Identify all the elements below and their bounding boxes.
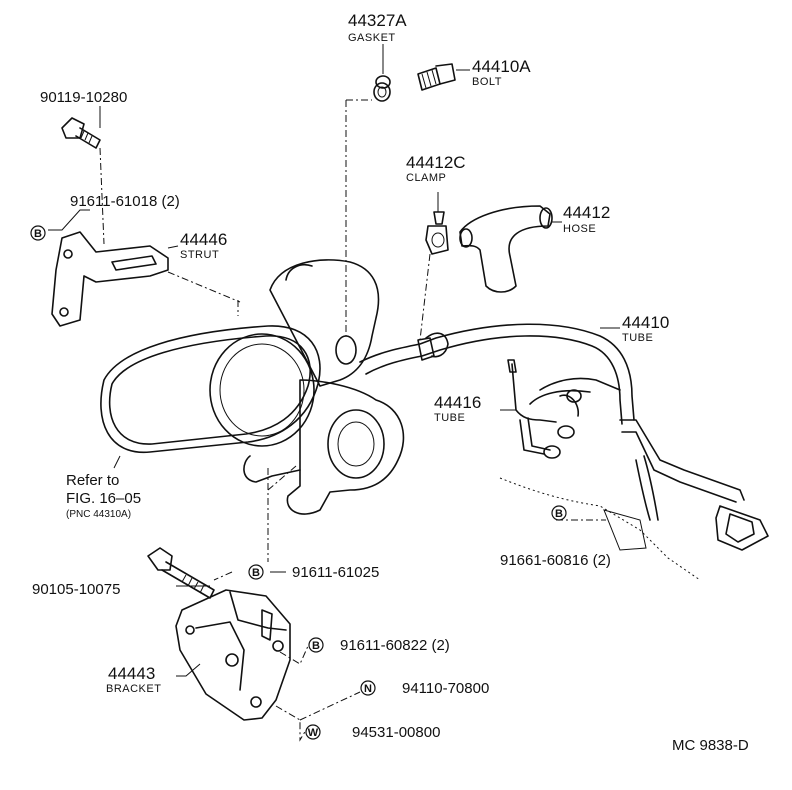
engine-outline <box>499 477 701 581</box>
strut-drawing <box>51 231 169 327</box>
n-symbol-94110-70800: N <box>360 680 376 696</box>
part-name-hose: HOSE <box>563 223 596 235</box>
pressure-tube-drawing <box>359 323 769 551</box>
gasket-drawing <box>373 75 391 102</box>
w-symbol-94531-00800: W <box>305 724 321 740</box>
part-number-44327A: 44327A <box>348 11 407 30</box>
b-symbol-91661-60816: B <box>551 505 567 521</box>
part-number-44412C: 44412C <box>406 153 466 172</box>
part-number-91611-61018: 91611-61018 (2) <box>70 193 180 210</box>
bolt-90119-drawing <box>61 117 101 149</box>
part-name-gasket: GASKET <box>348 32 396 44</box>
part-number-44412: 44412 <box>563 203 610 222</box>
drive-belt-drawing <box>100 325 321 453</box>
union-bolt-drawing <box>417 63 456 91</box>
bracket-drawing <box>175 589 291 721</box>
part-number-44410A: 44410A <box>472 57 531 76</box>
hose-drawing <box>459 205 553 293</box>
b-symbol-91611-61025: B <box>248 564 264 580</box>
part-name-strut: STRUT <box>180 249 219 261</box>
part-name-clamp: CLAMP <box>406 172 446 184</box>
refer-line-2: FIG. 16–05 <box>66 490 141 507</box>
part-name-tube-44410: TUBE <box>622 332 653 344</box>
part-number-90119-10280: 90119-10280 <box>40 89 127 106</box>
svg-text:N: N <box>364 683 372 695</box>
part-number-91611-60822: 91611-60822 (2) <box>340 637 450 654</box>
part-number-44446: 44446 <box>180 230 227 249</box>
part-number-94531-00800: 94531-00800 <box>352 724 440 741</box>
refer-line-3: (PNC 44310A) <box>66 509 131 520</box>
svg-text:B: B <box>34 228 42 240</box>
part-name-tube-44416: TUBE <box>434 412 465 424</box>
part-number-44416: 44416 <box>434 393 481 412</box>
part-number-91611-61025: 91611-61025 <box>292 564 379 581</box>
part-number-94110-70800: 94110-70800 <box>402 680 489 697</box>
return-tube-drawing <box>507 359 621 459</box>
part-number-44443: 44443 <box>108 664 155 683</box>
part-name-bolt: BOLT <box>472 76 502 88</box>
part-number-44410: 44410 <box>622 313 669 332</box>
b-symbol-91611-61018: B <box>30 225 46 241</box>
part-number-91661-60816: 91661-60816 (2) <box>500 552 611 569</box>
b-symbol-91611-60822: B <box>308 637 324 653</box>
power-steering-pump-drawing <box>243 259 405 515</box>
svg-text:B: B <box>252 567 260 579</box>
diagram-code: MC 9838-D <box>672 737 749 754</box>
bolt-90105-drawing <box>147 547 215 599</box>
part-number-90105-10075: 90105-10075 <box>32 581 120 598</box>
leader-lines <box>48 44 620 742</box>
part-name-bracket: BRACKET <box>106 683 161 695</box>
svg-text:B: B <box>555 508 563 520</box>
refer-line-1: Refer to <box>66 472 119 489</box>
svg-text:B: B <box>312 640 320 652</box>
clamp-drawing <box>425 211 449 255</box>
svg-text:W: W <box>308 727 319 739</box>
